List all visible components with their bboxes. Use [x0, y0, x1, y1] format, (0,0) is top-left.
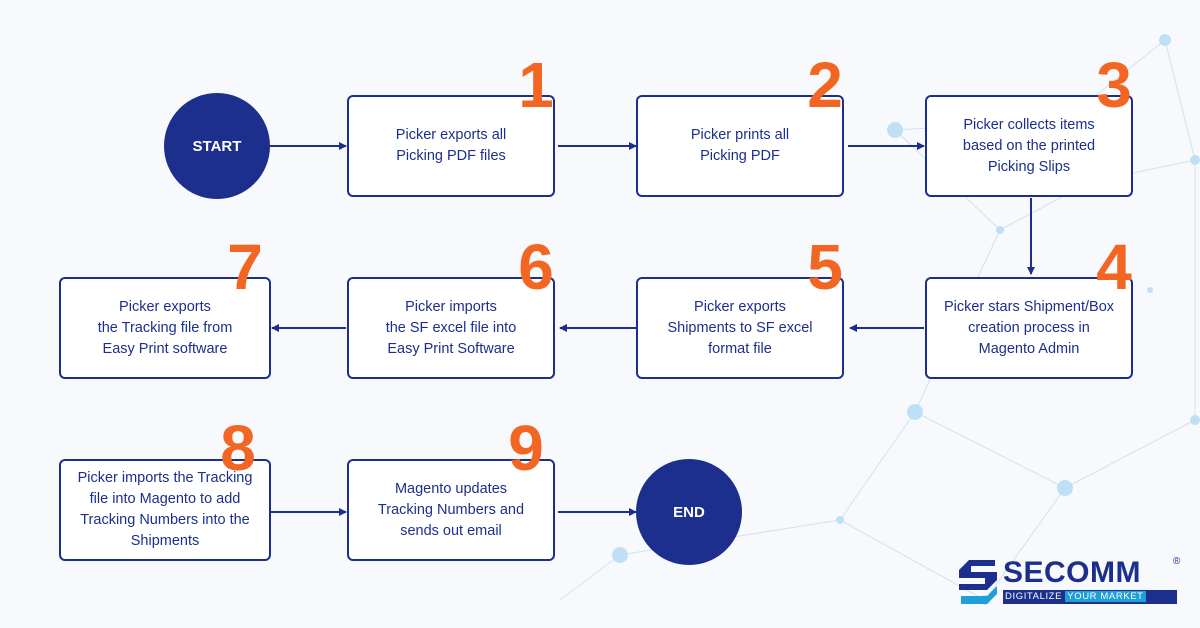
step-9-number: 9: [508, 412, 544, 484]
step-6-number: 6: [518, 231, 554, 303]
step-8-number: 8: [220, 412, 256, 484]
step-5-box: Picker exports Shipments to SF excel for…: [636, 277, 844, 379]
step-2-number: 2: [807, 49, 843, 121]
step-1-box: Picker exports all Picking PDF files: [347, 95, 555, 197]
step-1-number: 1: [518, 49, 554, 121]
start-node: START: [164, 93, 270, 199]
step-4-box: Picker stars Shipment/Box creation proce…: [925, 277, 1133, 379]
start-label: START: [192, 137, 242, 155]
step-3-box: Picker collects items based on the print…: [925, 95, 1133, 197]
tagline-left: DIGITALIZE: [1005, 591, 1063, 602]
step-9-text: Magento updates Tracking Numbers and sen…: [377, 480, 525, 539]
step-3-text: Picker collects items based on the print…: [962, 116, 1096, 175]
end-node: END: [636, 459, 742, 565]
step-8-text: Picker imports the Tracking file into Ma…: [77, 470, 253, 549]
step-9-box: Magento updates Tracking Numbers and sen…: [347, 459, 555, 561]
step-2-text: Picker prints all Picking PDF: [690, 127, 790, 164]
secomm-s-logo-icon: [959, 560, 997, 604]
step-6-box: Picker imports the SF excel file into Ea…: [347, 277, 555, 379]
end-label: END: [673, 503, 705, 521]
step-7-text: Picker exports the Tracking file from Ea…: [97, 298, 233, 357]
logo-tagline: DIGITALIZE YOUR MARKET: [1003, 590, 1177, 604]
tagline-right: YOUR MARKET: [1065, 591, 1146, 602]
step-4-number: 4: [1096, 231, 1132, 303]
step-4-text: Picker stars Shipment/Box creation proce…: [943, 298, 1115, 357]
step-6-text: Picker imports the SF excel file into Ea…: [385, 298, 517, 357]
step-7-number: 7: [227, 231, 263, 303]
step-8-box: Picker imports the Tracking file into Ma…: [59, 459, 271, 561]
step-7-box: Picker exports the Tracking file from Ea…: [59, 277, 271, 379]
step-1-text: Picker exports all Picking PDF files: [395, 127, 507, 164]
step-5-number: 5: [807, 231, 843, 303]
step-5-text: Picker exports Shipments to SF excel for…: [667, 298, 813, 357]
step-2-box: Picker prints all Picking PDF: [636, 95, 844, 197]
registered-mark: ®: [1173, 556, 1181, 567]
step-3-number: 3: [1096, 49, 1132, 121]
logo-wordmark: SECOMM: [1003, 556, 1141, 589]
secomm-logo: SECOMM ® DIGITALIZE YOUR MARKET: [955, 556, 1185, 608]
